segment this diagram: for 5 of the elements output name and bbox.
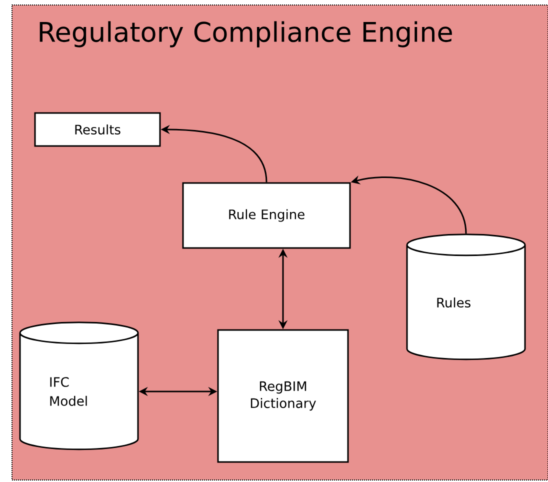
cylinder: IFC Model <box>19 322 139 450</box>
process-box: Rule Engine <box>182 182 351 249</box>
cylinder: Rules <box>406 234 526 360</box>
process-box: RegBIM Dictionary <box>217 329 349 463</box>
process-box: Results <box>34 112 161 147</box>
